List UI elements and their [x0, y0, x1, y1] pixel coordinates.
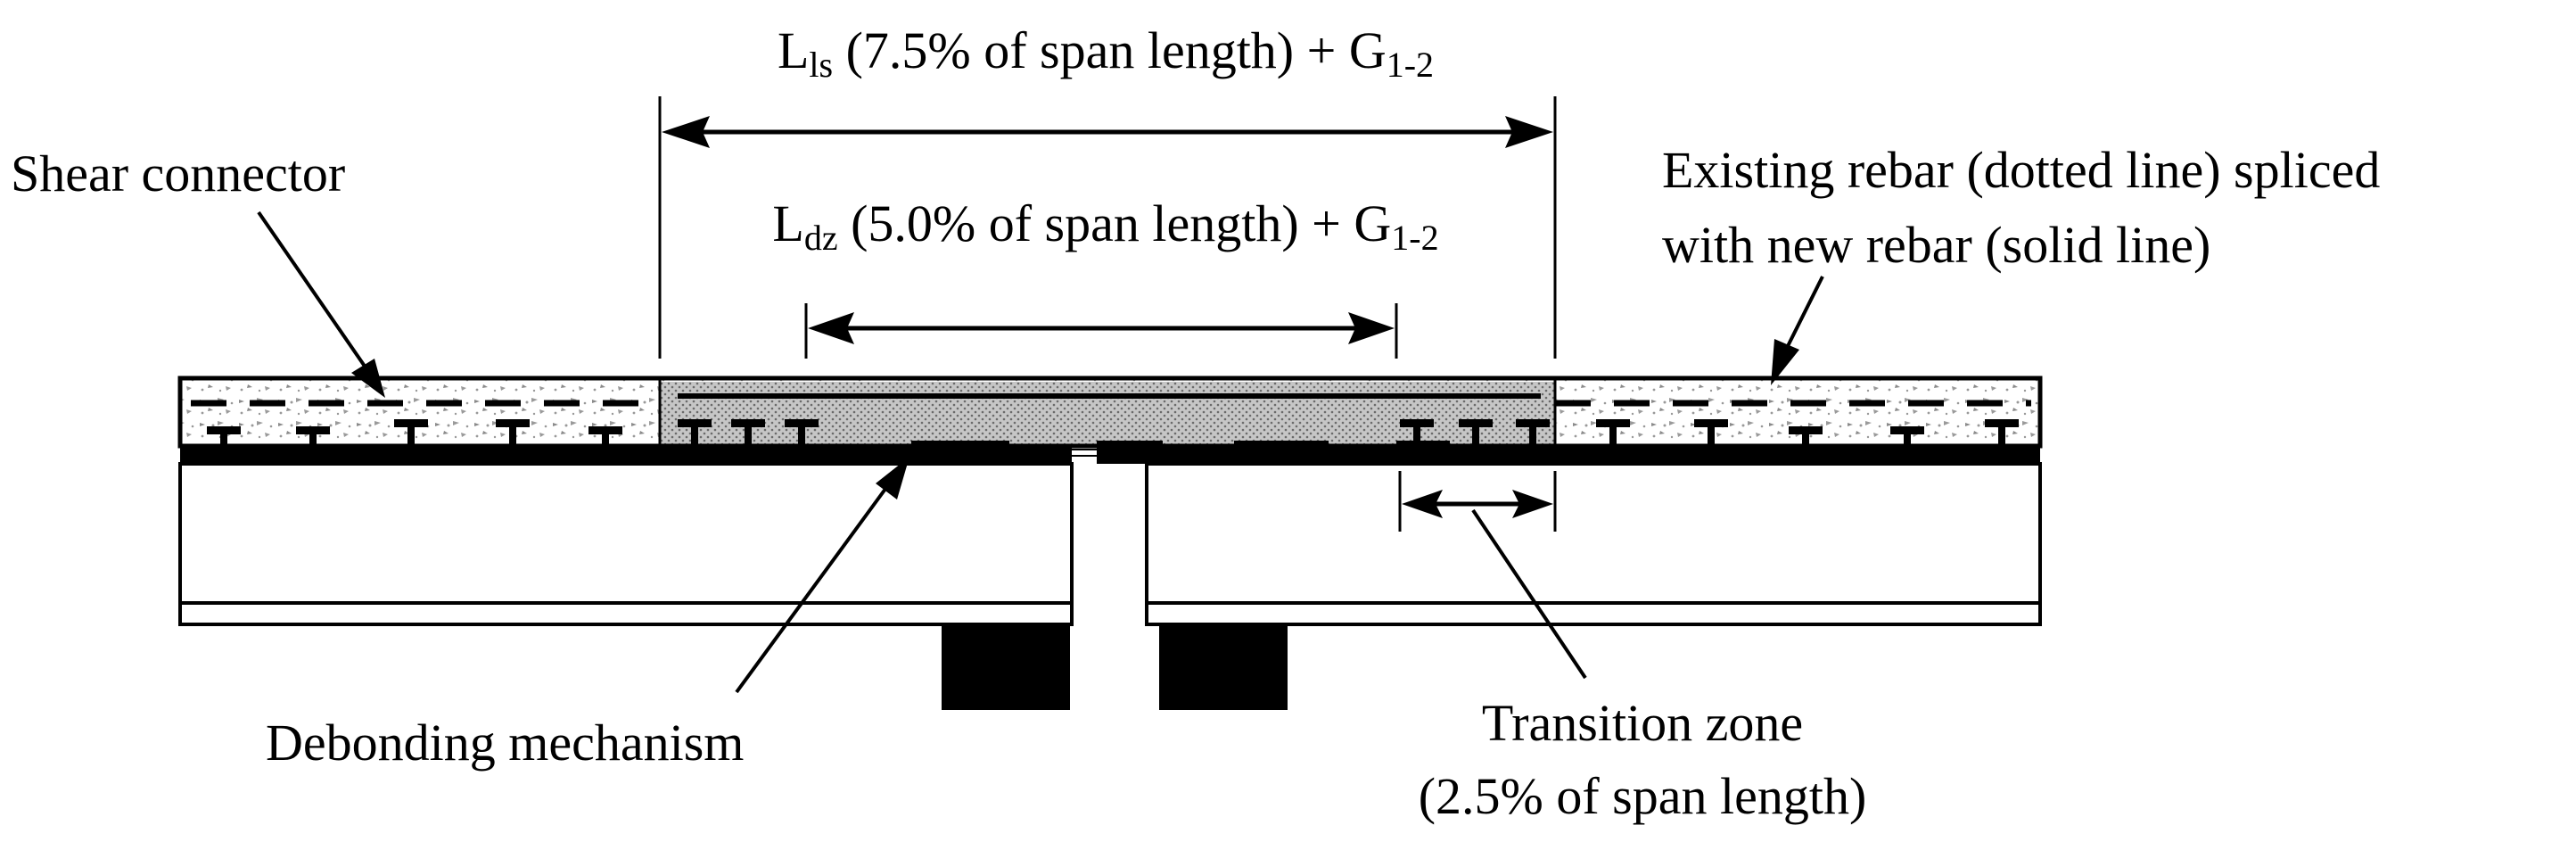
shear-connector — [1459, 419, 1493, 447]
debonding-strips — [838, 441, 1450, 464]
debond-strip — [1097, 441, 1163, 464]
shear-connector — [1985, 419, 2019, 447]
shear-connector — [1516, 419, 1550, 447]
girder-left — [178, 462, 1074, 626]
lls-dimension — [658, 96, 1557, 359]
leader-debonding-arrow-icon — [876, 457, 909, 499]
shear-connector — [678, 419, 712, 447]
ldz-arrow-right-icon — [1348, 312, 1395, 344]
lls-label-main: L — [778, 21, 809, 79]
ldz-label: Ldz (5.0% of span length) + G1-2 — [772, 194, 1438, 258]
bearing-left — [942, 624, 1070, 710]
debonding-mechanism-label: Debonding mechanism — [266, 714, 744, 772]
shear-connector-label: Shear connector — [11, 144, 345, 202]
lls-label-subscript: ls — [809, 45, 833, 85]
girder-right-web — [1145, 462, 2042, 626]
lls-arrow-left-icon — [662, 116, 710, 148]
leader-existing-rebar-arrow-icon — [1771, 339, 1799, 385]
debond-strip — [1396, 441, 1450, 464]
lls-label-g-subscript: 1-2 — [1387, 45, 1434, 85]
transition-zone-label-line1: Transition zone — [1482, 694, 1803, 752]
shear-connector — [1400, 419, 1434, 447]
ldz-dimension — [804, 303, 1398, 359]
shear-connector — [296, 426, 330, 447]
shear-connector — [1694, 419, 1728, 447]
girder-right — [1145, 462, 2042, 626]
shear-connector — [785, 419, 819, 447]
leader-shear-connector-arrow-icon — [351, 359, 385, 398]
transition-zone-label-line2: (2.5% of span length) — [1419, 767, 1867, 825]
leader-shear-connector — [257, 210, 385, 398]
ldz-label-subscript: dz — [804, 218, 838, 258]
bearing-right — [1159, 624, 1288, 710]
shear-connector — [1596, 419, 1630, 447]
ldz-label-main: L — [772, 194, 803, 252]
existing-rebar-label-line1: Existing rebar (dotted line) spliced — [1662, 141, 2380, 199]
deck-slab — [177, 376, 2043, 464]
lls-label-rest: (7.5% of span length) + G — [833, 21, 1387, 79]
ldz-label-rest: (5.0% of span length) + G — [838, 194, 1392, 252]
debond-strip — [1234, 441, 1329, 464]
shear-connector — [731, 419, 765, 447]
leader-debonding — [735, 457, 909, 694]
girder-left-web — [178, 462, 1074, 626]
shear-connector — [496, 419, 530, 447]
leader-transition — [1471, 508, 1587, 680]
shear-connector — [207, 426, 241, 447]
leader-existing-rebar — [1771, 276, 1824, 385]
shear-connector — [394, 419, 428, 447]
shear-connectors — [207, 419, 2019, 447]
ldz-arrow-left-icon — [808, 312, 854, 344]
shear-connector — [588, 426, 622, 447]
lls-arrow-right-icon — [1505, 116, 1553, 148]
existing-rebar-label-line2: with new rebar (solid line) — [1662, 216, 2210, 274]
shear-connector — [1890, 426, 1924, 447]
transition-arrow-right-icon — [1512, 490, 1553, 518]
debond-zone-fill — [660, 382, 1555, 444]
lls-label: Lls (7.5% of span length) + G1-2 — [778, 21, 1434, 85]
shear-connector — [1789, 426, 1823, 447]
debond-strip — [911, 441, 1009, 464]
ldz-label-g-subscript: 1-2 — [1391, 218, 1438, 258]
transition-zone-dimension — [1398, 471, 1557, 532]
transition-arrow-left-icon — [1402, 490, 1443, 518]
